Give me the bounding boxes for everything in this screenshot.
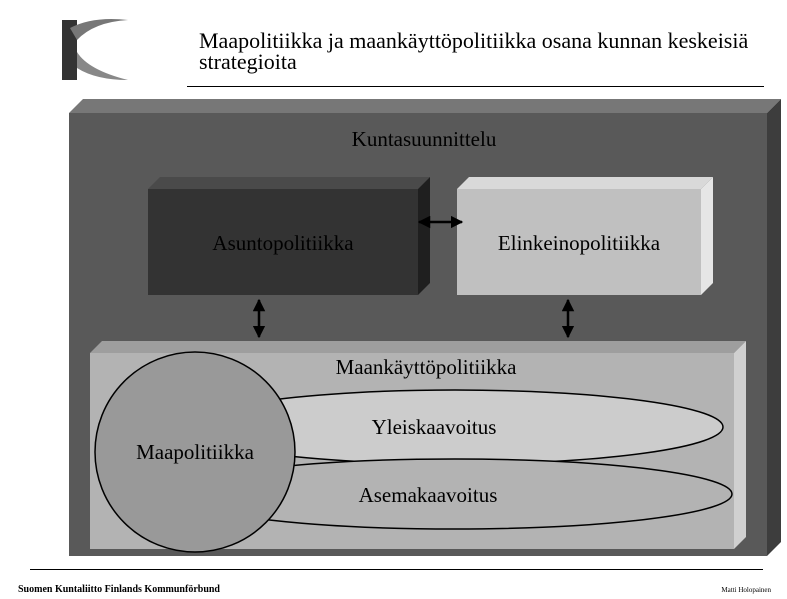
land-policy-label: Maapolitiikka	[136, 440, 254, 464]
slide-title: Maapolitiikka ja maankäyttöpolitiikka os…	[199, 28, 749, 74]
business-policy-box	[457, 177, 713, 295]
detailed-planning-label: Asemakaavoitus	[359, 483, 498, 507]
footer-organization: Suomen Kuntaliitto Finlands Kommunförbun…	[18, 584, 220, 595]
housing-policy-box	[148, 177, 430, 295]
land-use-policy-label: Maankäyttöpolitiikka	[336, 355, 517, 379]
general-planning-label: Yleiskaavoitus	[372, 415, 497, 439]
housing-policy-label: Asuntopolitiikka	[212, 231, 354, 255]
title-divider	[187, 86, 764, 87]
land-policy-circle	[94, 351, 296, 553]
footer-divider	[30, 569, 763, 570]
business-policy-label: Elinkeinopolitiikka	[498, 231, 661, 255]
footer-author: Matti Holopainen	[721, 586, 771, 594]
logo-icon	[62, 19, 128, 80]
outer-box-label: Kuntasuunnittelu	[352, 127, 497, 151]
